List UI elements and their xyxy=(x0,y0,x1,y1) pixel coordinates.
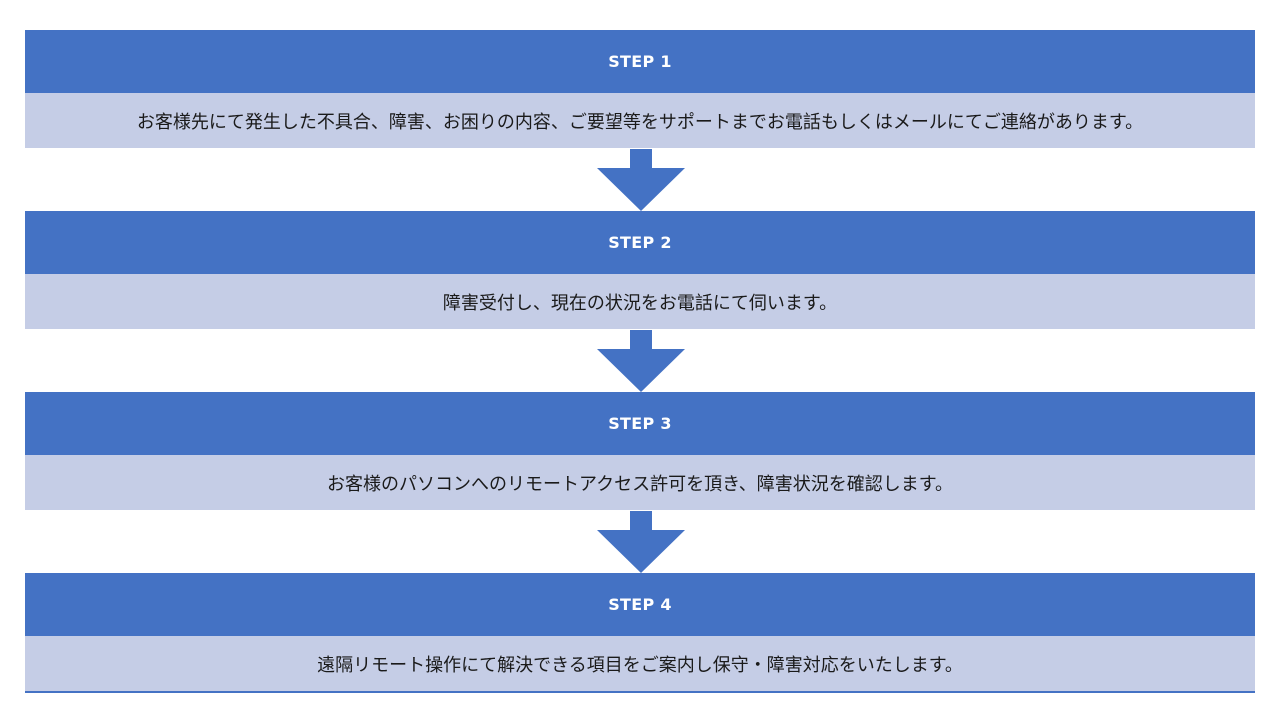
step-1: STEP 1 お客様先にて発生した不具合、障害、お困りの内容、ご要望等をサポート… xyxy=(25,30,1255,148)
step-3-title: STEP 3 xyxy=(25,392,1255,455)
step-4-title: STEP 4 xyxy=(25,573,1255,636)
step-3: STEP 3 お客様のパソコンへのリモートアクセス許可を頂き、障害状況を確認しま… xyxy=(25,392,1255,510)
down-arrow-icon xyxy=(597,330,685,392)
step-4-description: 遠隔リモート操作にて解決できる項目をご案内し保守・障害対応をいたします。 xyxy=(25,636,1255,693)
step-2-description: 障害受付し、現在の状況をお電話にて伺います。 xyxy=(25,274,1255,329)
step-2-title: STEP 2 xyxy=(25,211,1255,274)
step-4: STEP 4 遠隔リモート操作にて解決できる項目をご案内し保守・障害対応をいたし… xyxy=(25,573,1255,693)
down-arrow-icon xyxy=(597,511,685,573)
step-1-title: STEP 1 xyxy=(25,30,1255,93)
step-3-description: お客様のパソコンへのリモートアクセス許可を頂き、障害状況を確認します。 xyxy=(25,455,1255,510)
step-2: STEP 2 障害受付し、現在の状況をお電話にて伺います。 xyxy=(25,211,1255,329)
step-1-description: お客様先にて発生した不具合、障害、お困りの内容、ご要望等をサポートまでお電話もし… xyxy=(25,93,1255,148)
down-arrow-icon xyxy=(597,149,685,211)
